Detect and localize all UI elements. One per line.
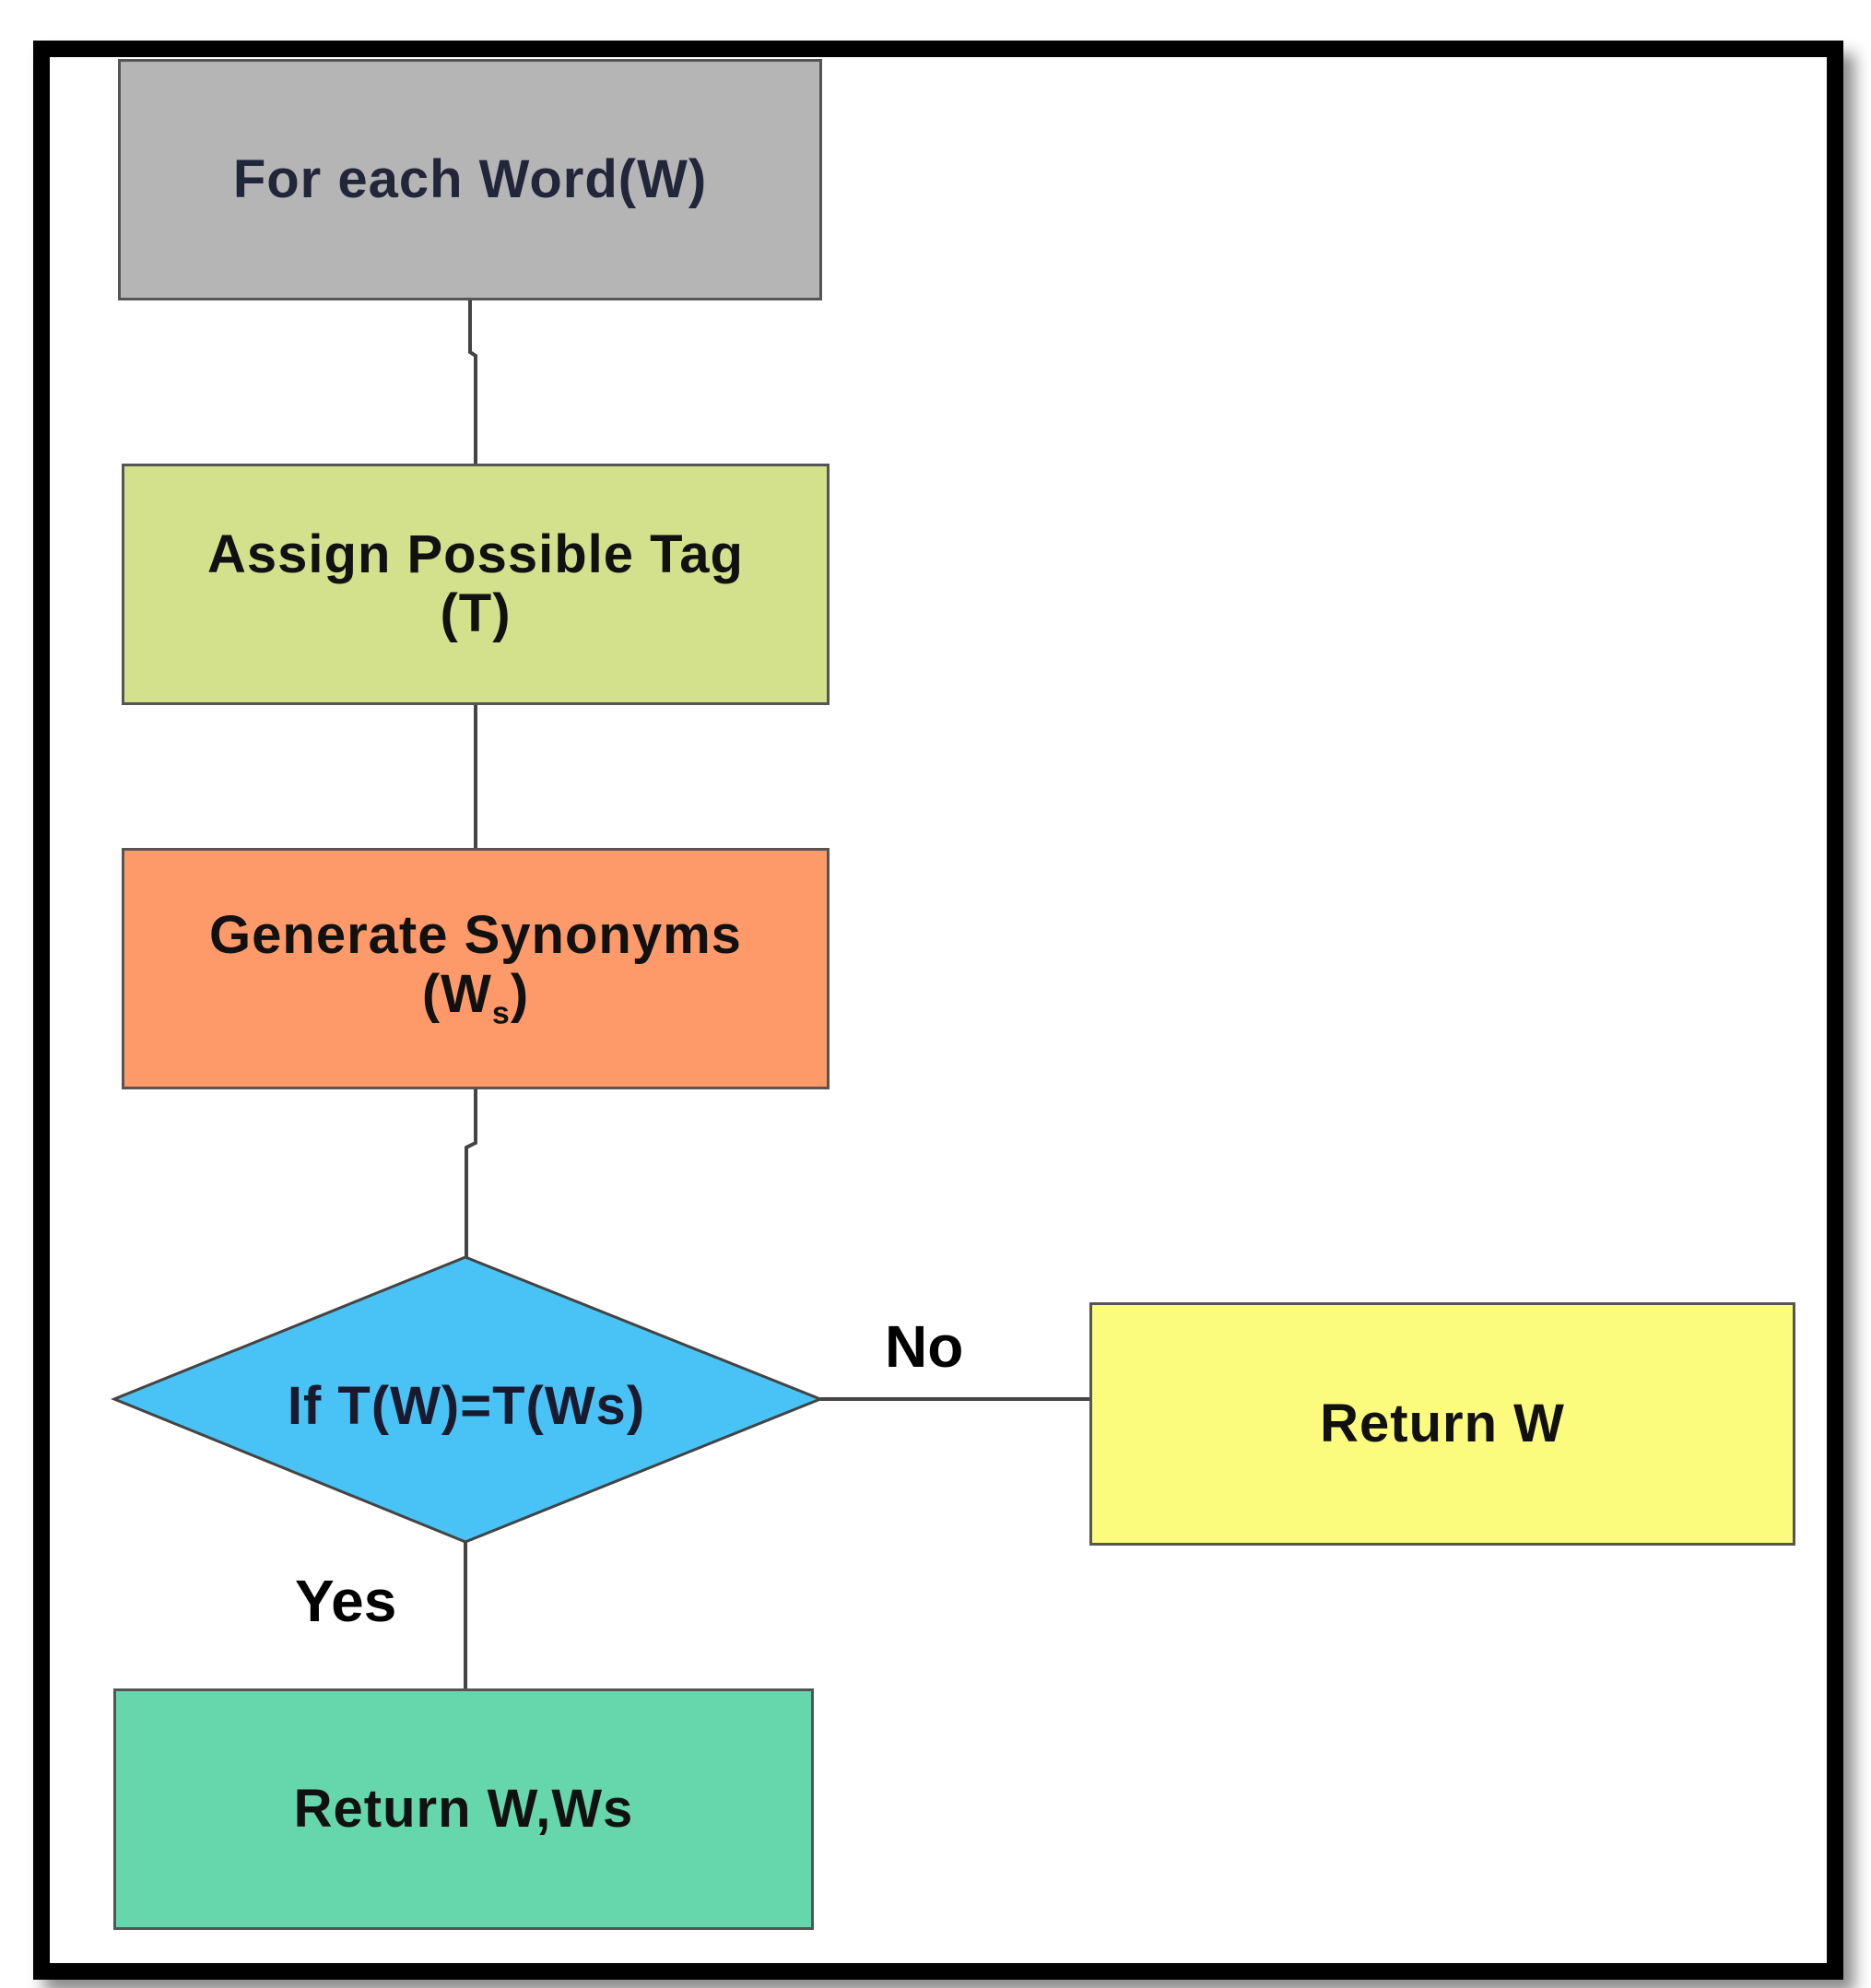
assign-tag-label-line1: Assign Possible Tag [207,524,744,585]
edge-label-yes: Yes [295,1568,397,1634]
connector-synonyms-to-decision [465,1089,477,1257]
assign-tag-label-line2: (T) [440,583,512,643]
for-each-word-box: For each Word(W) [118,59,822,300]
decision-label: If T(W)=T(Ws) [287,1375,646,1436]
assign-possible-tag-box: Assign Possible Tag (T) [122,464,830,705]
return-w-box: Return W [1089,1302,1795,1546]
return-w-ws-box: Return W,Ws [113,1688,814,1930]
edge-label-no: No [885,1313,964,1380]
return-w-label: Return W [1320,1394,1565,1454]
synonyms-label-subscript: s [491,995,511,1031]
synonyms-label-w: (W [421,963,492,1024]
synonyms-label-close: ) [510,963,530,1024]
connector-foreach-to-assign [468,300,477,464]
synonyms-label-line1: Generate Synonyms [209,905,742,966]
for-each-word-label: For each Word(W) [232,149,708,210]
generate-synonyms-box: Generate Synonyms (Ws) [122,848,830,1089]
return-w-ws-label: Return W,Ws [293,1779,634,1840]
synonyms-label-line2: (Ws) [422,965,529,1031]
